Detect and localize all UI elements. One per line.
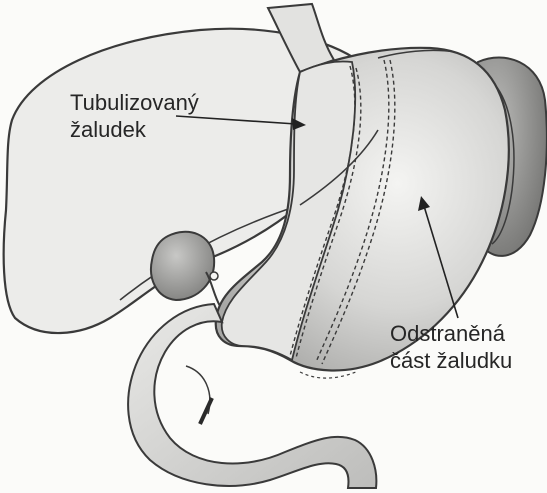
- removed-part-label-line-1: Odstraněná: [390, 320, 512, 347]
- removed-part-label-line-2: část žaludku: [390, 347, 512, 374]
- tubular-stomach-label: Tubulizovaný žaludek: [70, 89, 199, 143]
- tubular-stomach-label-line-2: žaludek: [70, 116, 199, 143]
- tubular-stomach-label-line-1: Tubulizovaný: [70, 89, 199, 116]
- removed-part-label: Odstraněná část žaludku: [390, 320, 512, 374]
- pylorus-mark: [200, 398, 212, 424]
- gallbladder: [151, 232, 214, 300]
- omentum-edge: [300, 372, 356, 378]
- bile-duct-node: [210, 272, 218, 280]
